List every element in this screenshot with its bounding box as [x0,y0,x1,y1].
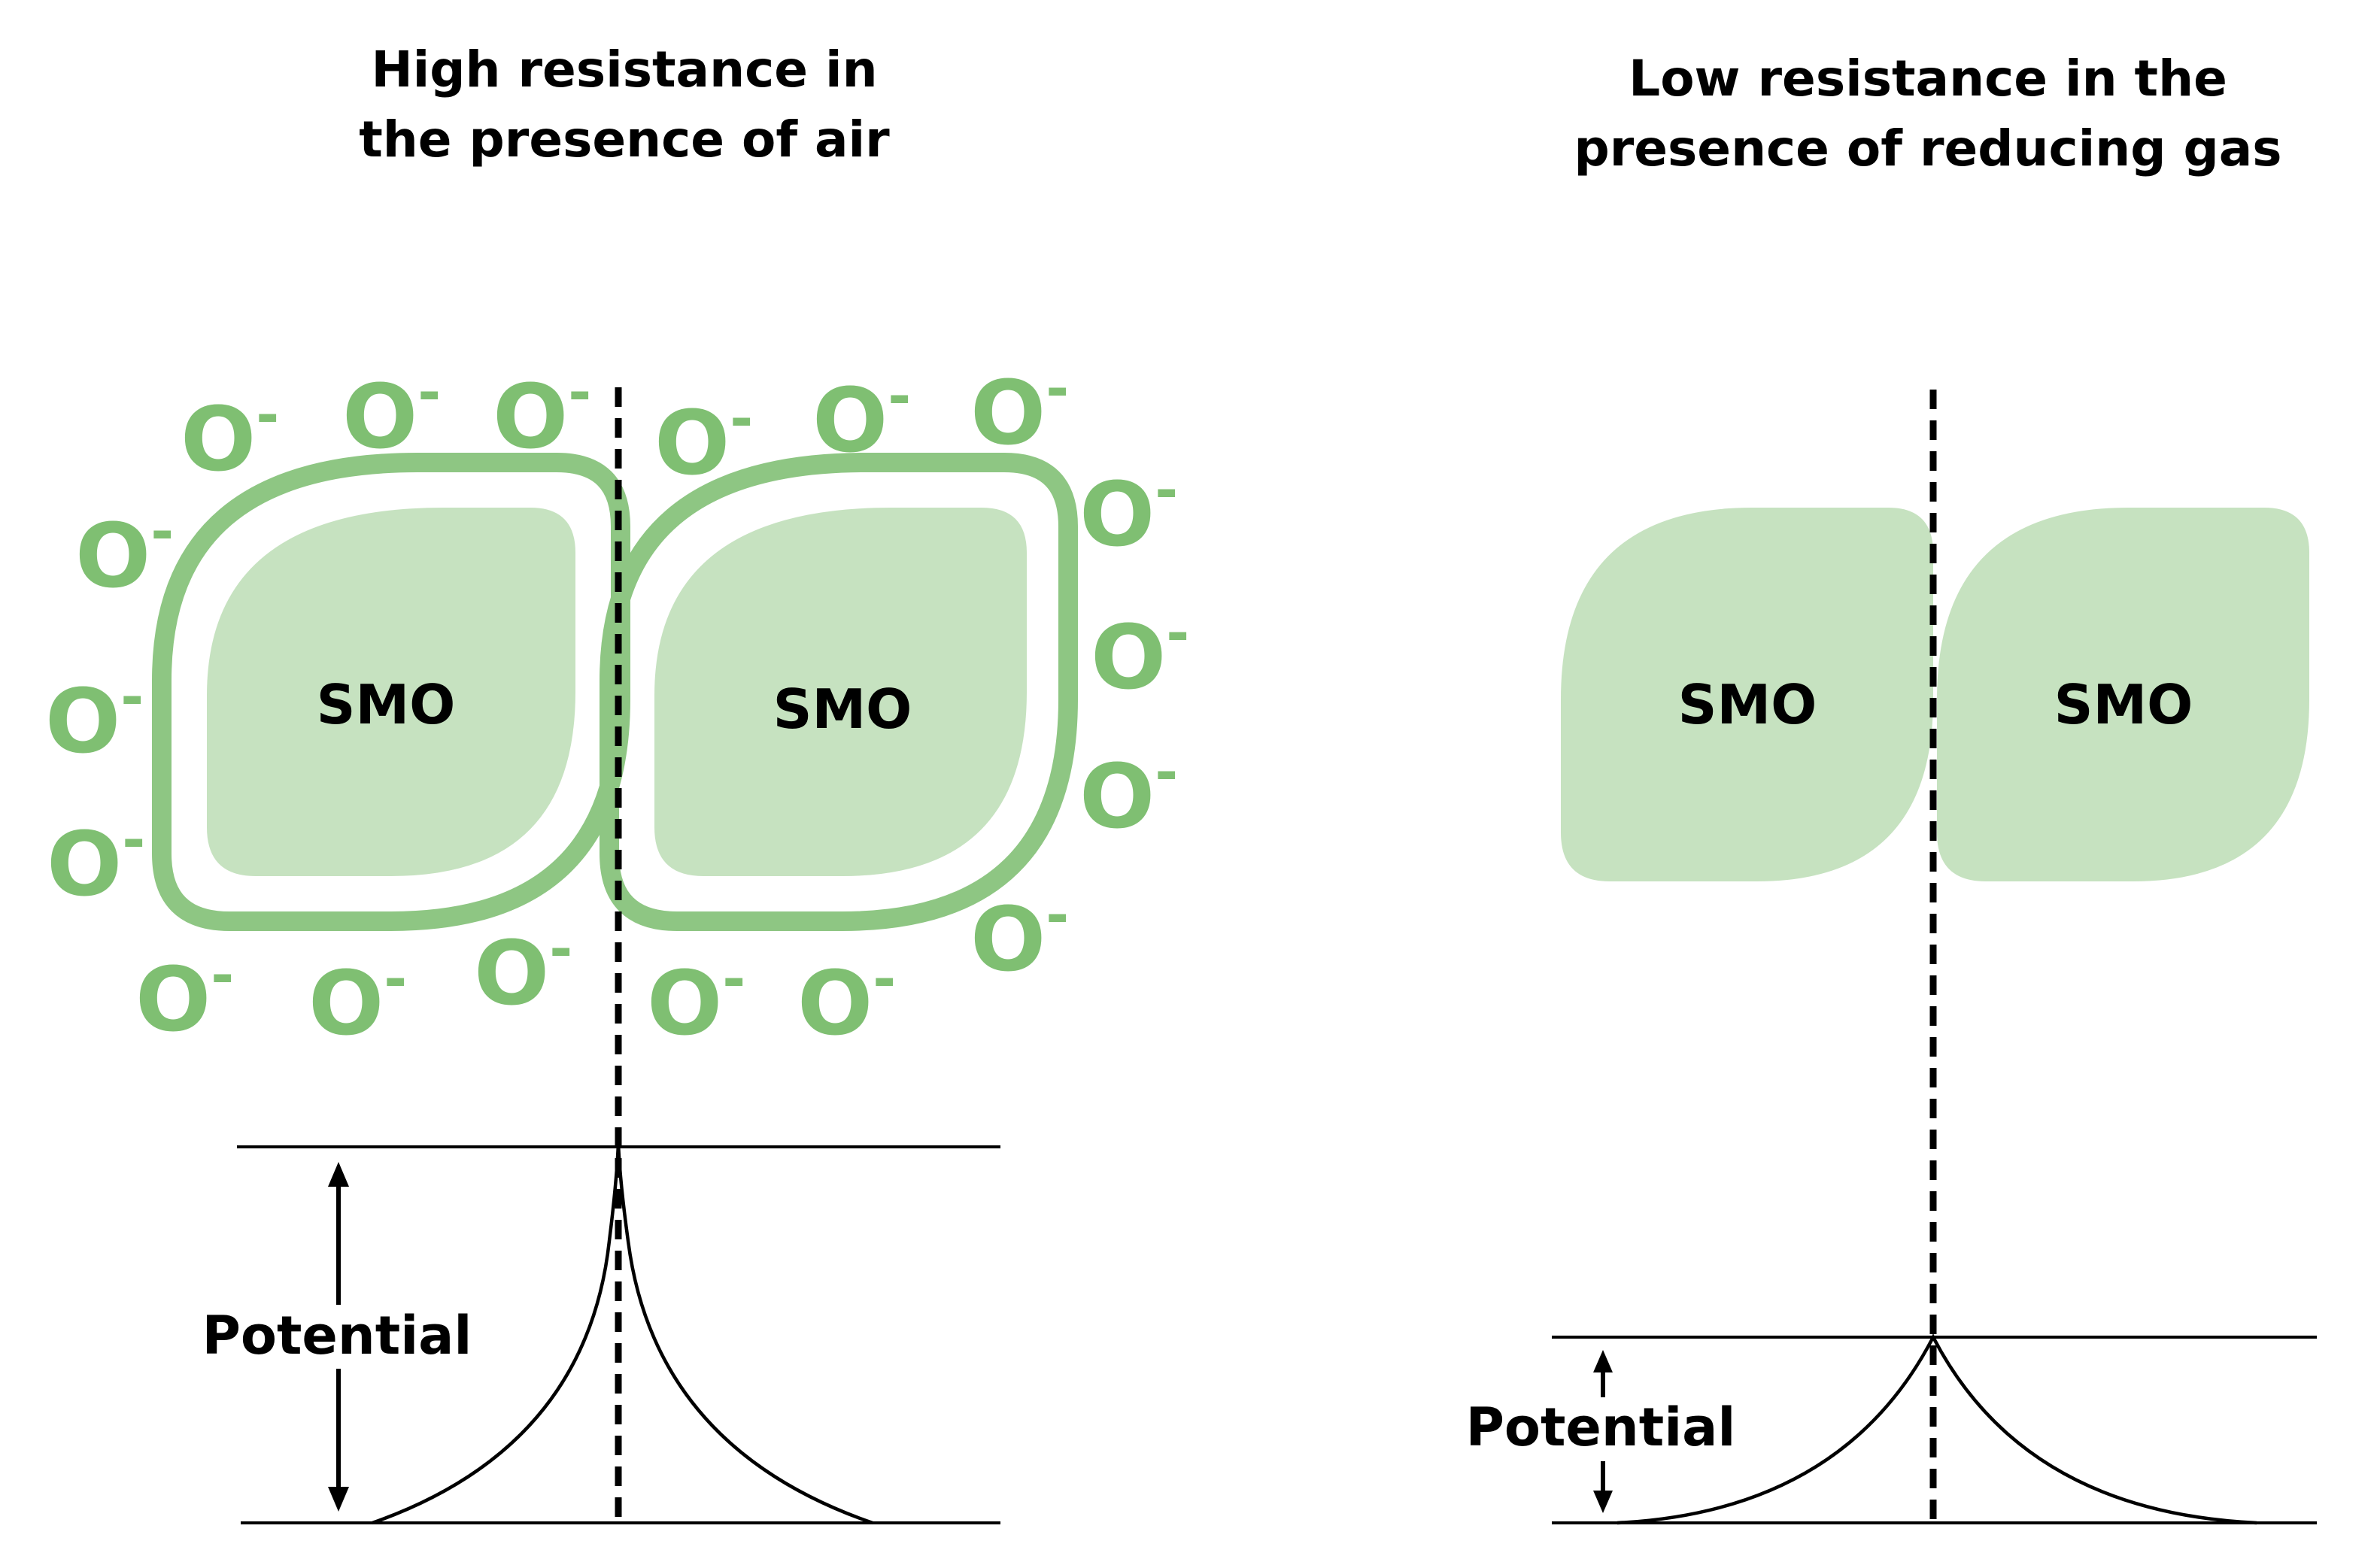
smo-grain-right [654,508,1027,876]
arrow-head-up-left [328,1162,349,1187]
oxygen-ion-7: O- [75,499,174,608]
arrow-head-down-right [1593,1491,1613,1513]
depletion-layer-right [600,453,1078,931]
arrow-head-down-left [328,1487,349,1512]
right-panel: Low resistance in the presence of reduci… [1448,50,2317,1525]
smo-grain-left [207,508,575,876]
smo-grain-right-panel-left [1561,508,1933,881]
arrow-head-up-right [1593,1350,1613,1372]
label-backdrop-right [1448,1397,1756,1461]
oxygen-ion-1: O- [181,383,279,491]
oxygen-ion-15: O- [474,917,572,1025]
smo-label-right-panel-right: SMO [2054,673,2193,736]
oxygen-ion-12: O- [47,808,145,916]
oxygen-ion-8: O- [1079,458,1178,566]
oxygen-ion-2: O- [342,360,441,469]
potential-label-right: Potential [1466,1397,1736,1458]
oxygen-ion-11: O- [45,665,144,773]
oxygen-ion-4: O- [654,387,753,495]
smo-label-right: SMO [773,678,912,741]
right-title-line1: Low resistance in the [1629,50,2227,108]
oxygen-ion-3: O- [493,360,591,469]
oxygen-ion-13: O- [135,943,234,1051]
smo-label-left: SMO [317,673,456,736]
oxygen-ion-5: O- [812,364,911,472]
left-panel: High resistance in the presence of air S… [45,41,1189,1525]
left-title-line2: the presence of air [359,111,890,168]
label-backdrop-left [188,1305,489,1369]
potential-label-left: Potential [202,1305,472,1366]
oxygen-ion-10: O- [1079,740,1178,848]
oxygen-ion-9: O- [1091,601,1189,709]
smo-label-right-panel-left: SMO [1678,673,1817,736]
oxygen-ion-6: O- [970,356,1069,465]
oxygen-ion-14: O- [308,947,407,1055]
right-title-line2: presence of reducing gas [1574,120,2281,177]
adsorbed-oxygen-ions: O-O-O-O-O-O-O-O-O-O-O-O-O-O-O-O-O-O- [45,356,1189,1055]
potential-barrier-curve-right [1617,1333,2257,1525]
oxygen-ion-18: O- [970,883,1069,991]
smo-grain-right-panel-right [1937,508,2309,881]
oxygen-ion-17: O- [797,947,896,1055]
left-title-line1: High resistance in [371,41,877,99]
oxygen-ion-16: O- [647,947,745,1055]
